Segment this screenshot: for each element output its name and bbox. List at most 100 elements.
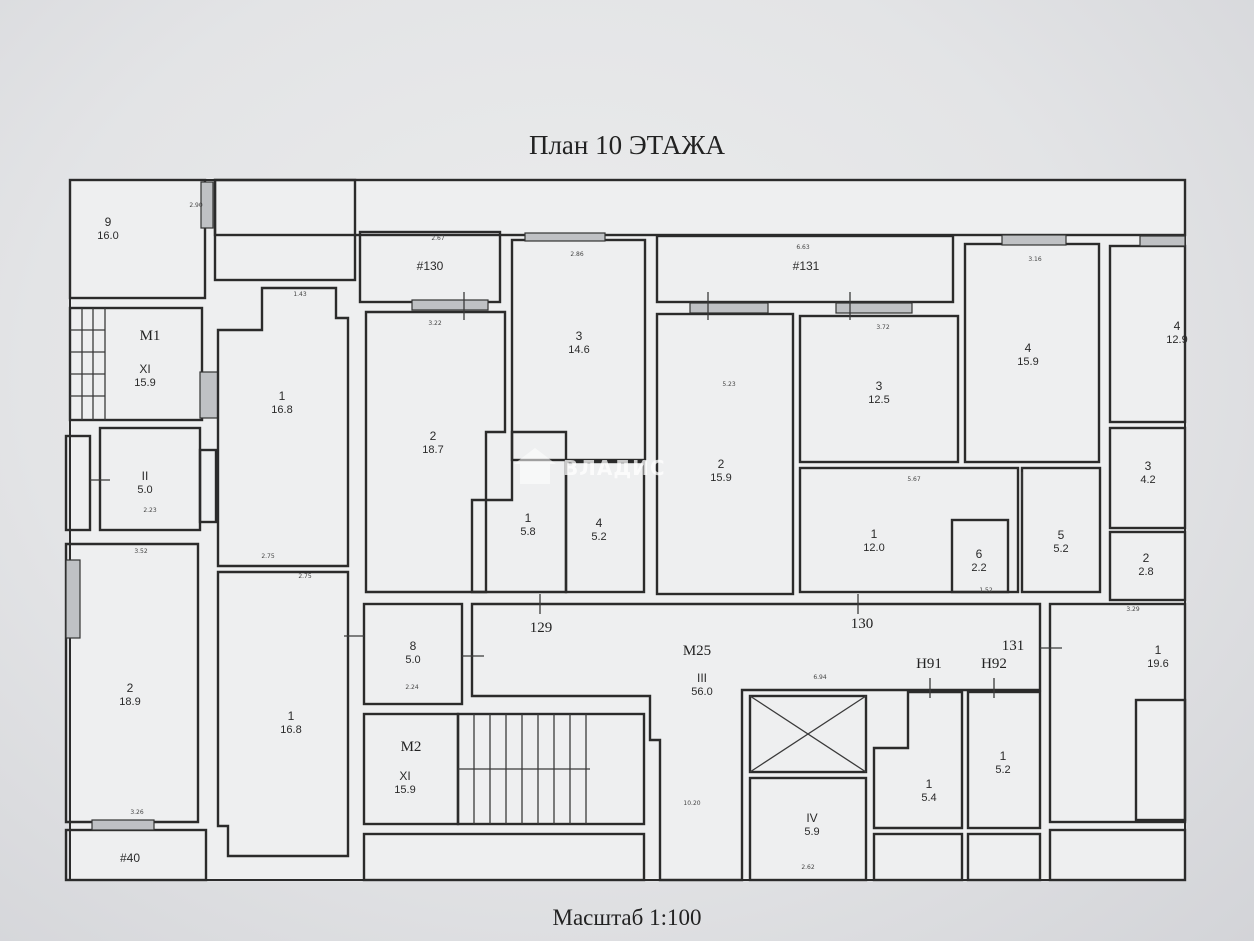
room-area: 5.8 xyxy=(520,526,535,538)
dimension-text: 3.72 xyxy=(876,324,890,331)
window xyxy=(411,299,489,311)
room-outline xyxy=(364,310,507,594)
unit-label: М1 xyxy=(140,328,161,344)
room-number: #131 xyxy=(793,259,820,273)
window xyxy=(835,302,913,314)
room-area: 12.0 xyxy=(863,542,884,554)
room-area: 16.8 xyxy=(280,724,301,736)
room-number: 2 xyxy=(1143,551,1150,565)
room-area: 5.4 xyxy=(921,792,936,804)
room-area: 12.5 xyxy=(868,394,889,406)
room-area: 5.2 xyxy=(995,764,1010,776)
room-number: III xyxy=(697,671,707,685)
dimension-labels: 2.902.672.866.633.163.223.725.231.435.67… xyxy=(130,202,1140,871)
dimension-text: 6.63 xyxy=(796,244,810,251)
wall-block xyxy=(798,466,1020,594)
plan-title: План 10 ЭТАЖА xyxy=(528,130,726,160)
dimension-text: 2.75 xyxy=(261,553,275,560)
room-number: 1 xyxy=(1155,643,1162,657)
stair-steps xyxy=(458,714,590,824)
wall-block xyxy=(748,776,868,882)
room-outline xyxy=(64,542,200,824)
dimension-text: 10.20 xyxy=(683,800,700,807)
door-ticks xyxy=(90,292,1062,698)
room-number: 9 xyxy=(105,215,112,229)
room-outline xyxy=(216,286,350,568)
room-area: 15.9 xyxy=(1017,356,1038,368)
room-outline xyxy=(216,570,350,858)
dimension-text: 1.43 xyxy=(293,291,307,298)
room-area: 2.8 xyxy=(1138,566,1153,578)
room-number: 1 xyxy=(525,511,532,525)
wall-block xyxy=(1048,828,1187,882)
wall-block xyxy=(950,518,1010,594)
room-number: XI xyxy=(139,362,150,376)
room-area: 56.0 xyxy=(691,686,712,698)
wall-block xyxy=(198,448,218,524)
dimension-text: 3.16 xyxy=(1028,256,1042,263)
room-number: 3 xyxy=(1145,459,1152,473)
room-number: 2 xyxy=(127,681,134,695)
wall-block xyxy=(362,832,646,882)
unit-label: М25 xyxy=(683,643,711,659)
room-area: 5.2 xyxy=(1053,543,1068,555)
plan-frame xyxy=(69,179,1186,881)
room-area: 5.9 xyxy=(804,826,819,838)
elevator-cross xyxy=(749,695,867,773)
unit-label: Н91 xyxy=(916,656,942,672)
room-number: #40 xyxy=(120,851,140,865)
dimension-text: 2.62 xyxy=(801,864,815,871)
room-number: XI xyxy=(399,769,410,783)
room-area: 5.0 xyxy=(137,484,152,496)
room-number: 2 xyxy=(430,429,437,443)
room-area: 19.6 xyxy=(1147,658,1168,670)
plan-scale: Масштаб 1:100 xyxy=(552,905,702,930)
dimension-text: 2.67 xyxy=(431,235,445,242)
room-labels: 916.0XI15.9II5.0218.9116.8116.8#130218.7… xyxy=(97,215,1187,865)
unit-h92 xyxy=(966,690,1042,830)
dimension-text: 5.23 xyxy=(722,381,736,388)
watermark: ВЛАДИС xyxy=(563,456,666,480)
room-number: 4 xyxy=(1025,341,1032,355)
dimension-text: 2.86 xyxy=(570,251,584,258)
unit-m1 xyxy=(68,306,204,422)
room-area: 15.9 xyxy=(710,472,731,484)
room-area: 14.6 xyxy=(568,344,589,356)
wall-block xyxy=(362,602,464,706)
unit-label: Н92 xyxy=(981,656,1007,672)
room-area: 18.7 xyxy=(422,444,443,456)
room-area: 5.2 xyxy=(591,531,606,543)
room-number: 1 xyxy=(926,777,933,791)
room-area: 18.9 xyxy=(119,696,140,708)
dimension-text: 3.22 xyxy=(428,320,442,327)
wall-block xyxy=(966,832,1042,882)
room-number: 6 xyxy=(976,547,983,561)
elevator-shaft xyxy=(748,694,868,774)
window xyxy=(524,232,606,242)
dimension-text: 2.23 xyxy=(143,507,157,514)
room-number: 4 xyxy=(1174,319,1181,333)
dimension-text: 2.90 xyxy=(189,202,203,209)
unit-label: 129 xyxy=(530,620,553,636)
room-outline xyxy=(470,430,568,594)
room-area: 2.2 xyxy=(971,562,986,574)
room-area: 4.2 xyxy=(1140,474,1155,486)
window xyxy=(689,302,769,314)
window xyxy=(65,559,81,639)
room-number: 8 xyxy=(410,639,417,653)
room-number: 3 xyxy=(876,379,883,393)
window xyxy=(199,371,219,419)
room-number: 3 xyxy=(576,329,583,343)
unit-label: 130 xyxy=(851,616,874,632)
dimension-text: 2.75 xyxy=(298,573,312,580)
room-number: #130 xyxy=(417,259,444,273)
room-area: 12.9 xyxy=(1166,334,1187,346)
wall-block xyxy=(1108,530,1187,602)
window xyxy=(200,181,214,229)
room-number: 1 xyxy=(279,389,286,403)
wall-block xyxy=(1020,466,1102,594)
room-number: 4 xyxy=(596,516,603,530)
dimension-text: 5.67 xyxy=(907,476,921,483)
wall-block xyxy=(68,178,207,300)
